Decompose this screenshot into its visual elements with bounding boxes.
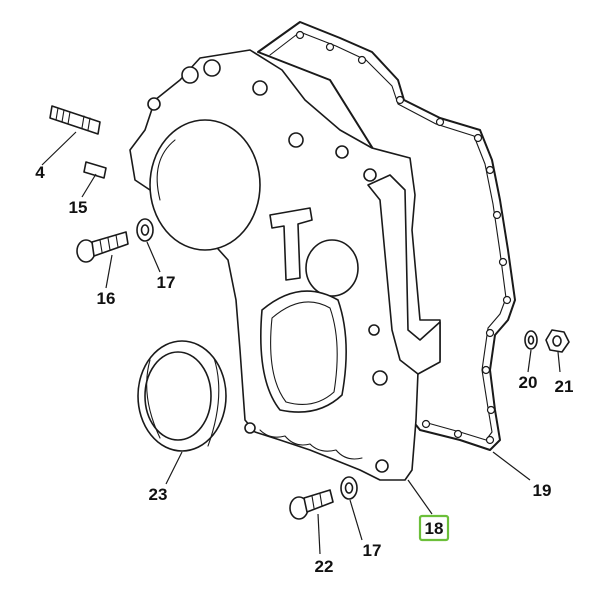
bolt-16 xyxy=(76,231,129,263)
stud-4 xyxy=(49,105,101,135)
callout-19: 19 xyxy=(533,481,552,500)
callout-4: 4 xyxy=(35,163,45,182)
callout-18: 18 xyxy=(425,519,444,538)
oil-seal-23 xyxy=(137,340,227,452)
stud-15 xyxy=(83,161,107,179)
callout-23: 23 xyxy=(149,485,168,504)
washer-17-lower xyxy=(340,476,358,500)
callout-20: 20 xyxy=(519,373,538,392)
timing-cover-18 xyxy=(129,49,441,481)
callout-21: 21 xyxy=(555,377,574,396)
washer-20 xyxy=(524,330,538,350)
leader-lines xyxy=(41,131,561,555)
callout-17-lower: 17 xyxy=(363,541,382,560)
callout-18-highlight-box xyxy=(418,514,450,542)
nut-21 xyxy=(545,329,570,353)
callout-labels: 4 15 16 17 17 18 19 20 21 22 23 xyxy=(35,163,573,576)
callout-15: 15 xyxy=(69,198,88,217)
callout-22: 22 xyxy=(315,557,334,576)
bolt-22 xyxy=(289,489,334,520)
washer-17-upper xyxy=(136,218,154,242)
callout-16: 16 xyxy=(97,289,116,308)
callout-17-upper: 17 xyxy=(157,273,176,292)
